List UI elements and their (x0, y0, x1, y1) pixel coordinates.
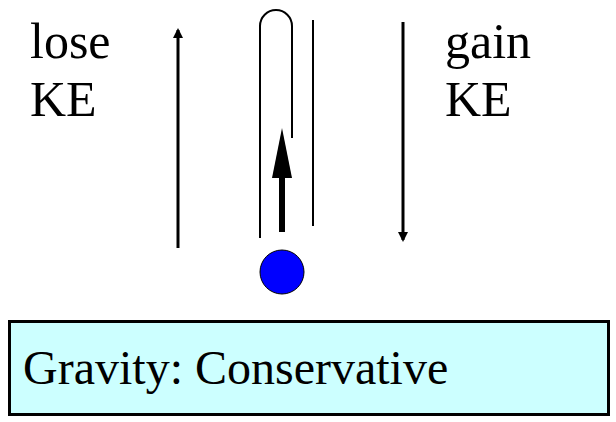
side-label: lose KE (30, 12, 111, 128)
path-line (312, 20, 314, 226)
velocity-head (272, 128, 292, 178)
up-arrow (177, 30, 180, 248)
ball (260, 250, 304, 294)
caption-text: Gravity: Conservative (23, 341, 448, 395)
velocity-arrow (279, 175, 285, 232)
caption-box: Gravity: Conservative (8, 320, 610, 416)
down-arrow (402, 22, 405, 240)
side-label: gain KE (445, 12, 531, 128)
path-loop (260, 10, 292, 238)
